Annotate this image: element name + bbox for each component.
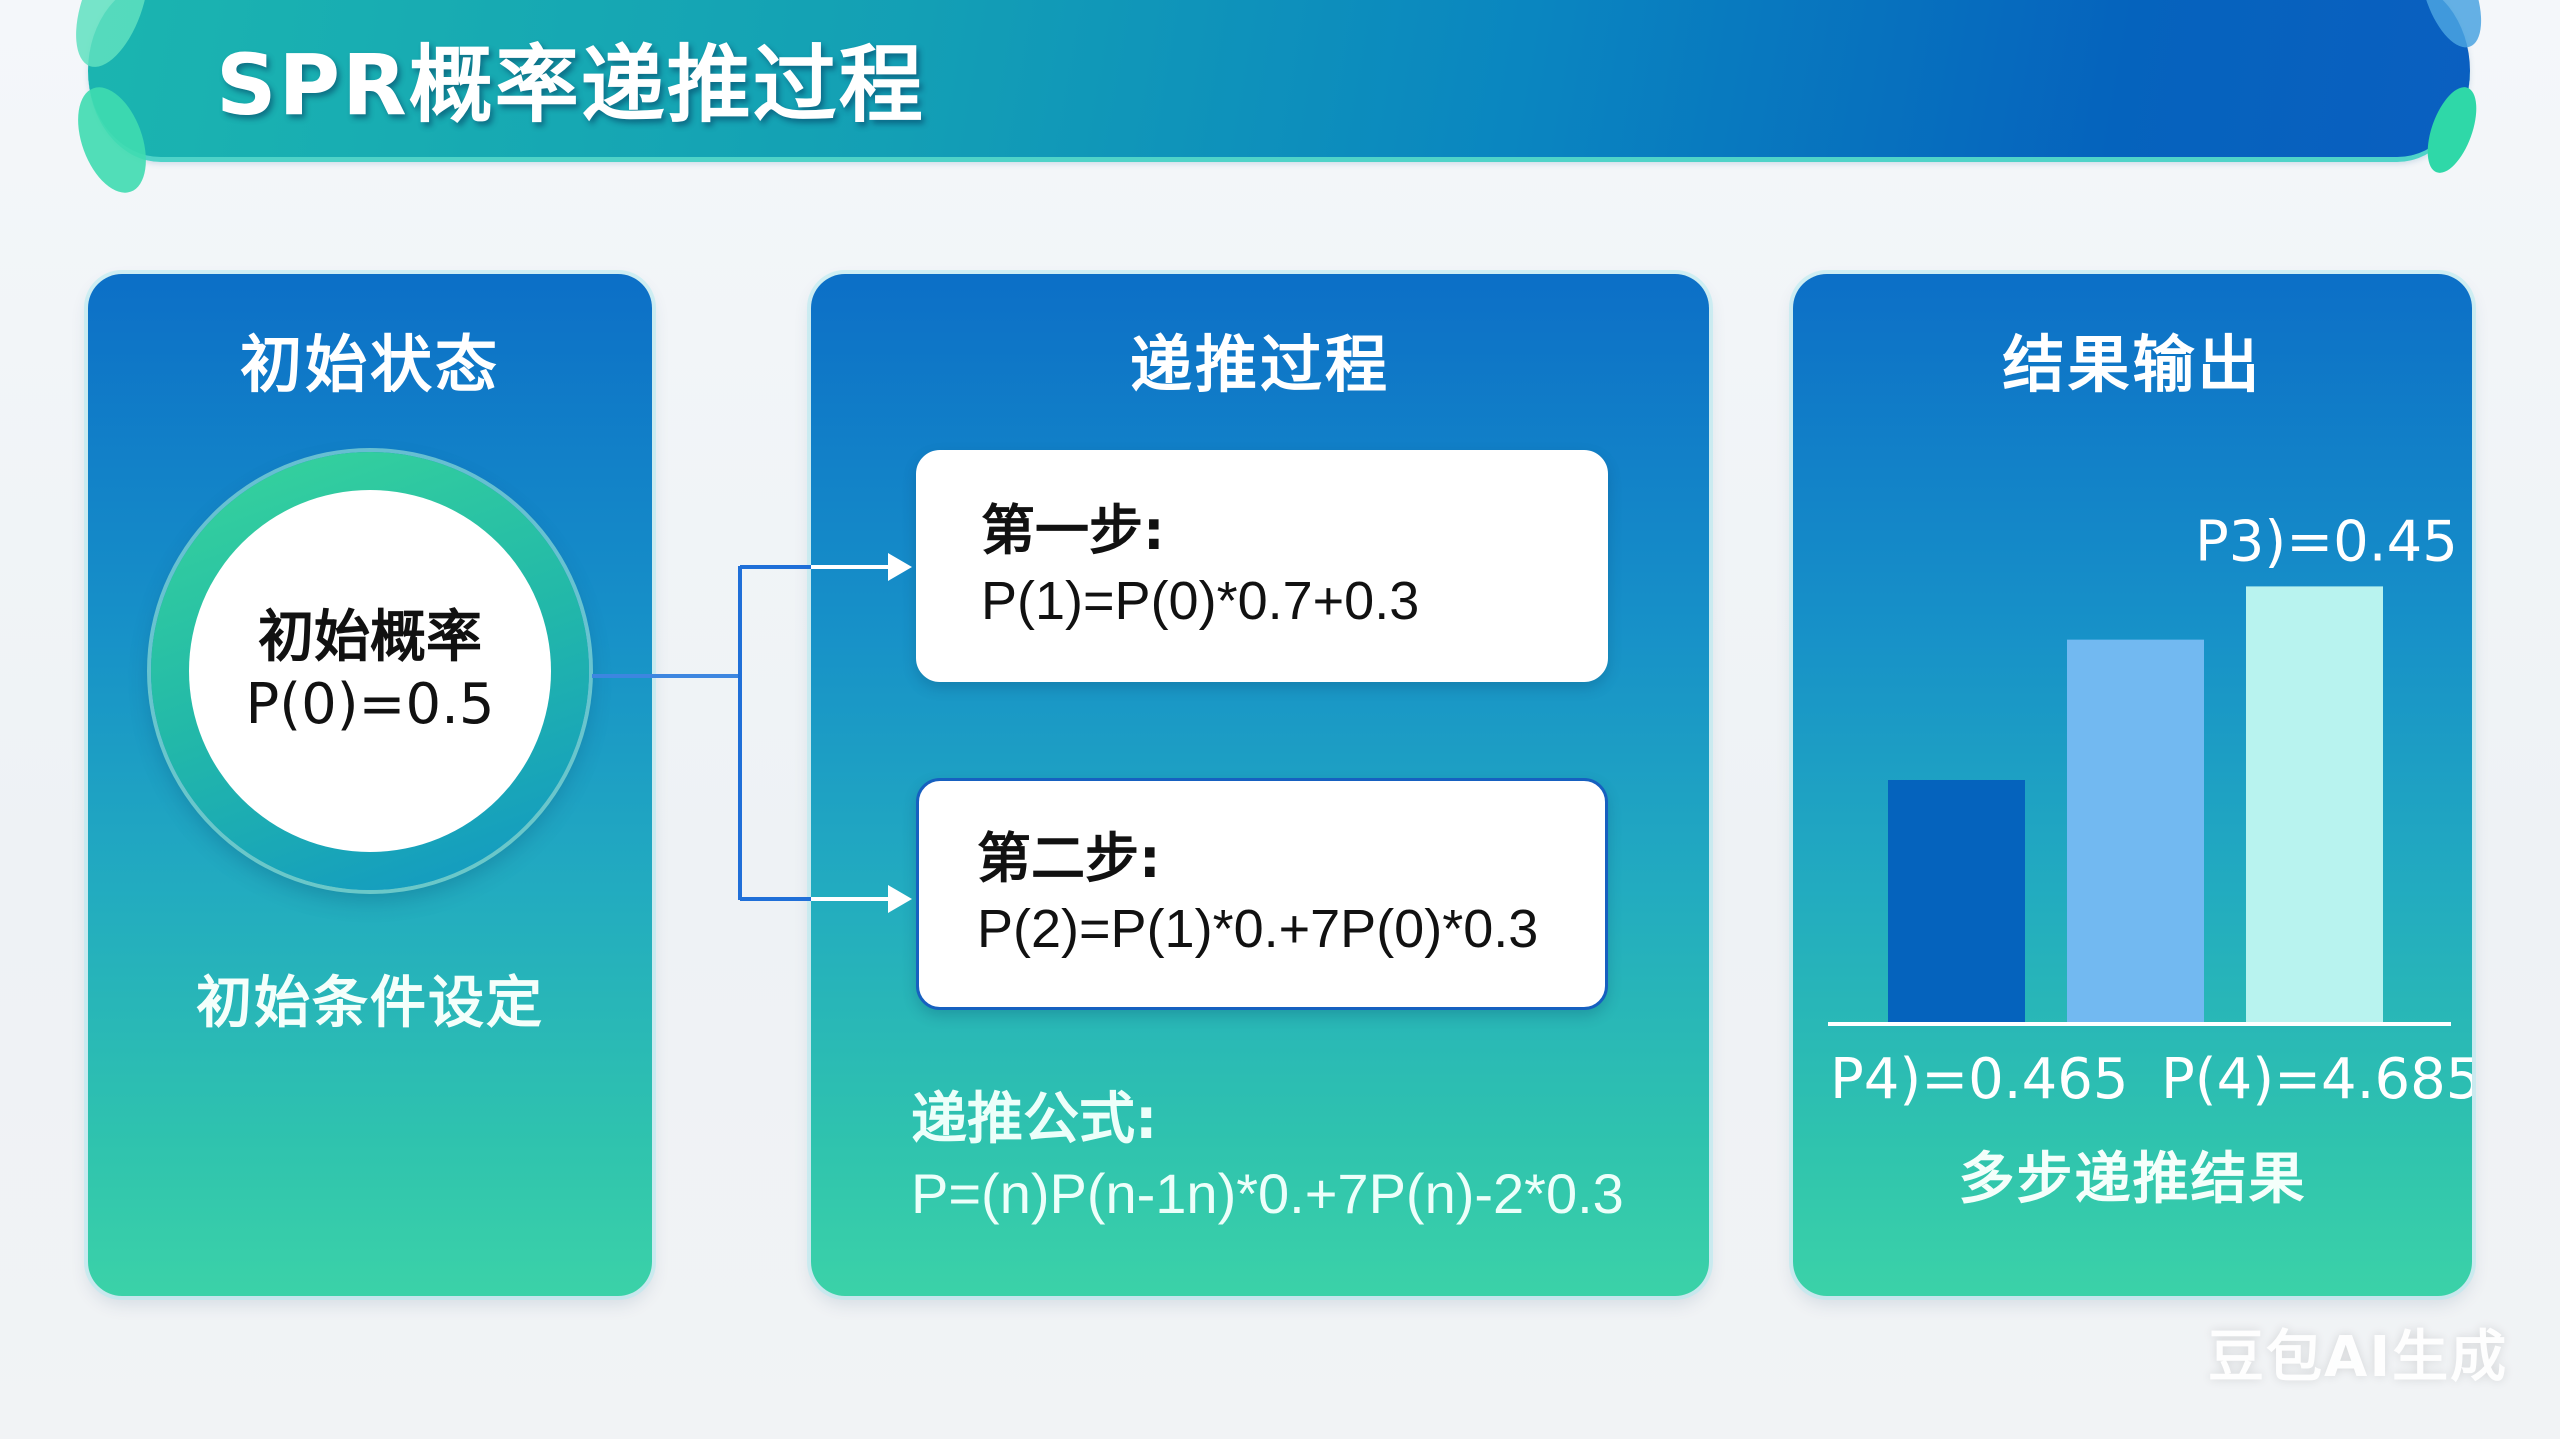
step-box-1: 第一步: P(1)=P(0)*0.7+0.3 <box>916 450 1608 682</box>
bar-value-label: P3)=0.45 <box>2195 509 2458 574</box>
initial-probability-circle: 初始概率 P(0)=0.5 <box>189 490 551 852</box>
bar-1 <box>1888 780 2025 1022</box>
step-formula: P(1)=P(0)*0.7+0.3 <box>981 570 1420 631</box>
recursion-formula: 递推公式: P=(n)P(n-1n)*0.+7P(n)-2*0.3 <box>911 1074 1624 1226</box>
step-formula: P(2)=P(1)*0.+7P(0)*0.3 <box>977 898 1539 959</box>
decorative-leaf-icon <box>2408 0 2494 56</box>
watermark: 豆包AI生成 <box>2208 1325 2509 1390</box>
initial-probability-label: 初始概率 <box>258 604 482 670</box>
step-box-2: 第二步: P(2)=P(1)*0.+7P(0)*0.3 <box>916 778 1608 1010</box>
decorative-leaf-icon <box>61 0 163 77</box>
formula-text: P=(n)P(n-1n)*0.+7P(n)-2*0.3 <box>911 1162 1624 1225</box>
decorative-leaf-icon <box>64 78 160 202</box>
result-bar-chart: P4)=0.465 P(4)=4.685 P3)=0.45 <box>1828 509 2472 1112</box>
formula-label: 递推公式: <box>911 1087 1158 1152</box>
panel-initial-state: 初始状态 初始概率 P(0)=0.5 初始条件设定 <box>88 274 652 1296</box>
panel-title: 初始状态 <box>239 328 500 401</box>
panel-caption: 初始条件设定 <box>196 971 544 1036</box>
title-banner: SPR概率递推过程 <box>61 0 2494 202</box>
step-label: 第一步: <box>981 499 1165 562</box>
panel-title: 递推过程 <box>1129 328 1390 401</box>
initial-probability-value: P(0)=0.5 <box>245 672 495 737</box>
panel-result-output: 结果输出 P4)=0.465 P(4)=4.685 P3)=0.45 多步递推结果 <box>1793 274 2472 1296</box>
panel-title: 结果输出 <box>2002 328 2263 401</box>
bar-3 <box>2246 586 2383 1022</box>
initial-probability-node: 初始概率 P(0)=0.5 <box>151 452 589 890</box>
panel-recursion-process: 递推过程 第一步: P(1)=P(0)*0.7+0.3 第二步: P(2)=P(… <box>811 274 1709 1296</box>
chart-caption: 多步递推结果 <box>1958 1147 2307 1212</box>
bar-value-label: P(4)=4.685 <box>2161 1047 2472 1112</box>
decorative-leaf-icon <box>2417 80 2487 180</box>
page-title: SPR概率递推过程 <box>216 36 925 134</box>
bar-value-label: P4)=0.465 <box>1830 1047 2128 1112</box>
step-label: 第二步: <box>977 827 1161 890</box>
bar-2 <box>2067 639 2204 1022</box>
